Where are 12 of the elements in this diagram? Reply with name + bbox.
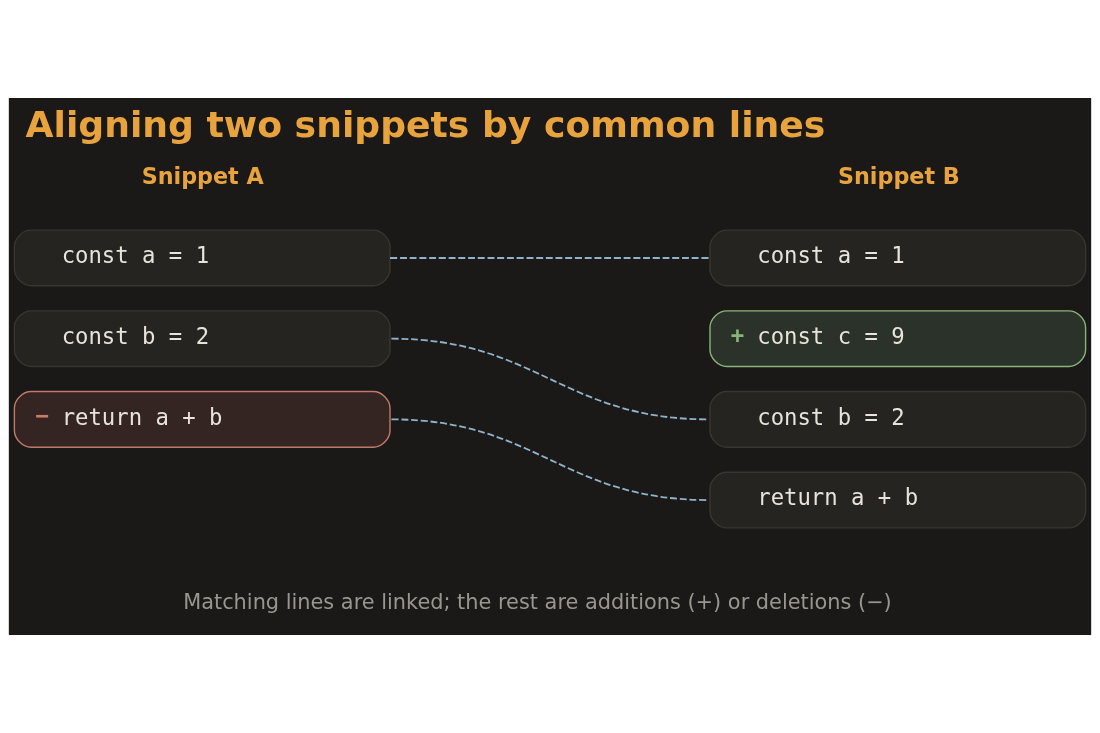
label: Snippet B bbox=[837, 162, 960, 189]
connector bbox=[389, 257, 711, 259]
node-box: const b = 2 bbox=[13, 310, 391, 368]
node-box: const a = 1 bbox=[709, 229, 1087, 287]
node-box: + const c = 9 bbox=[709, 310, 1087, 368]
node-box: const b = 2 bbox=[709, 390, 1087, 448]
node-box: − return a + b bbox=[13, 390, 391, 448]
diagram-title: Aligning two snippets by common lines bbox=[25, 102, 826, 146]
node-box: return a + b bbox=[709, 471, 1087, 529]
node-box: const a = 1 bbox=[13, 229, 391, 287]
label: Snippet A bbox=[141, 162, 264, 189]
label: Matching lines are linked; the rest are additions (+) or deletions (−) bbox=[183, 590, 892, 615]
